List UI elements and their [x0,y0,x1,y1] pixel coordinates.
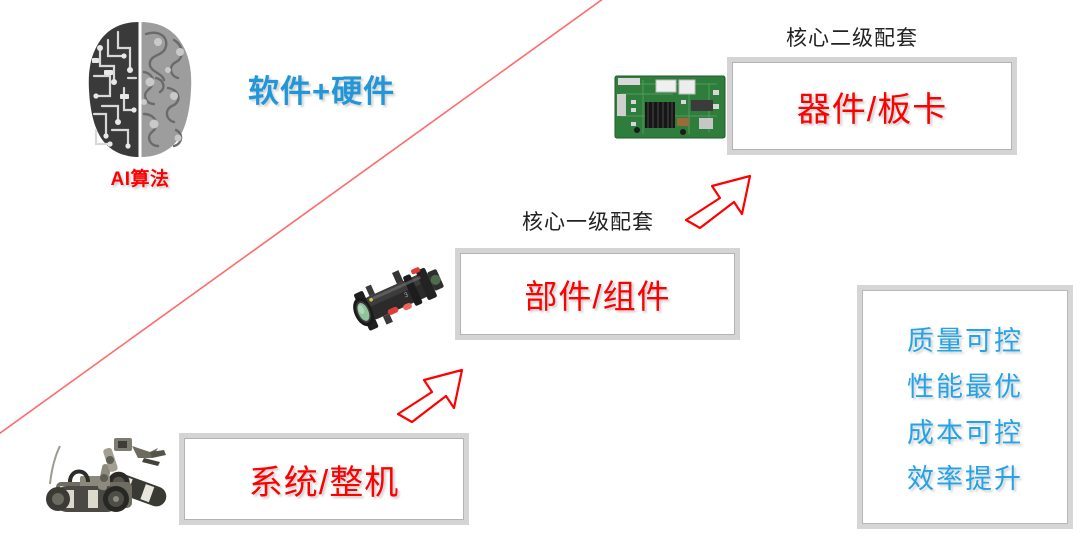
arrow-component-to-device [684,174,752,230]
tier-box-label-component: 部件/组件 [524,278,671,315]
tier-box-label-device: 器件/板卡 [796,90,948,129]
benefit-item: 效率提升 [907,463,1023,494]
arrow-system-to-component [396,368,464,424]
circuit-board-image [613,70,727,144]
benefits-panel: 质量可控 性能最优 成本可控 效率提升 [857,285,1073,529]
benefit-item: 成本可控 [907,417,1023,448]
software-hardware-heading: 软件+硬件 [248,74,396,109]
tier-box-device: 器件/板卡 [727,57,1017,155]
tier-box-label-system: 系统/整机 [248,463,400,502]
svg-text:3: 3 [403,292,410,300]
tracked-robot-image [26,424,182,536]
benefit-item: 质量可控 [907,325,1023,356]
tier-caption-component: 核心一级配套 [522,211,654,234]
ai-algorithm-label: AI算法 [110,169,170,190]
optical-lens-module-image: 3 [348,248,460,342]
tier-caption-device: 核心二级配套 [786,27,918,50]
brain-circuit-icon [84,18,196,160]
tier-box-component: 部件/组件 [455,248,740,340]
benefit-item: 性能最优 [907,371,1023,402]
tier-box-system: 系统/整机 [179,433,469,525]
